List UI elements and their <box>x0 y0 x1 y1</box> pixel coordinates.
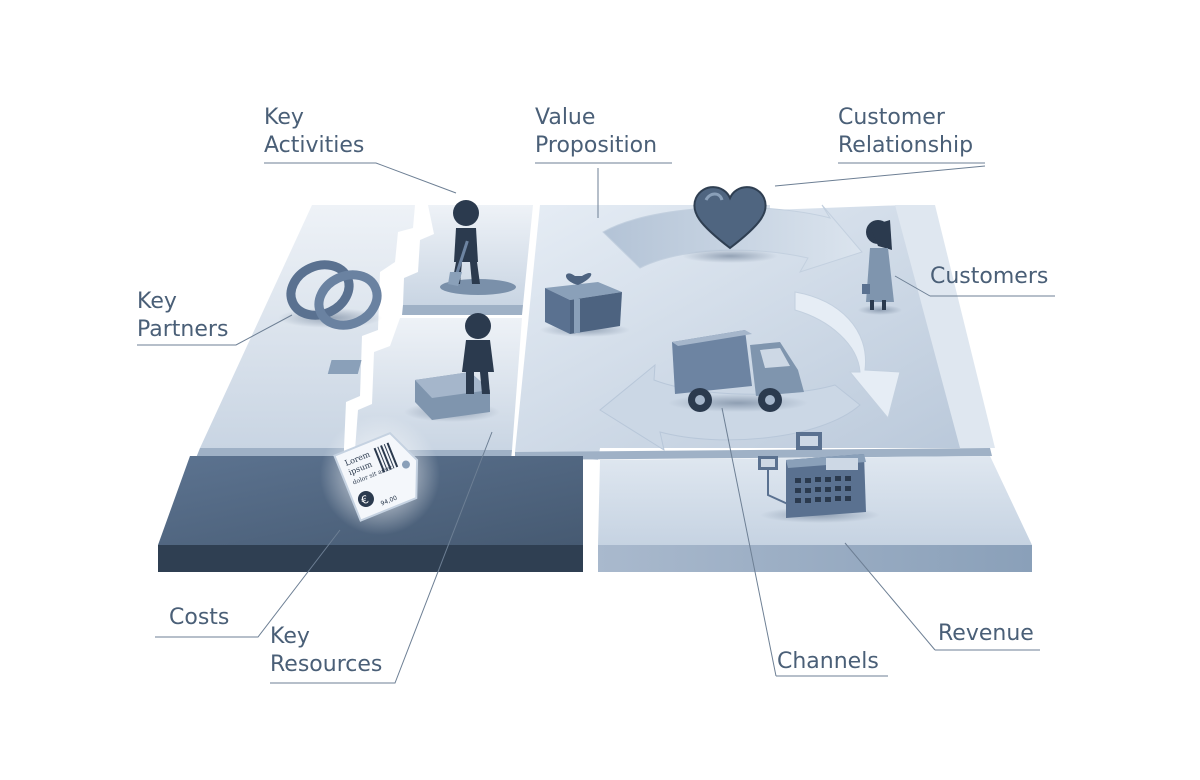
gift-icon <box>540 273 630 337</box>
label-key-resources: Key Resources <box>270 623 382 679</box>
label-key-partners-line-1: Key <box>137 289 177 314</box>
rings-icon <box>278 260 382 330</box>
label-customer-relationship-line-2: Relationship <box>838 133 974 158</box>
person-activities-icon <box>440 200 516 295</box>
label-key-resources-line-2: Resources <box>270 652 383 677</box>
label-key-activities-line-1: Key <box>264 105 304 130</box>
leader-lines <box>137 162 1055 684</box>
label-customers: Customers <box>930 263 1048 291</box>
label-value-proposition-line-2: Proposition <box>535 133 658 158</box>
price-tag-symbol: € <box>359 493 370 508</box>
customer-person-icon <box>858 220 902 315</box>
label-key-activities: Key Activities <box>264 104 364 160</box>
label-value-proposition-line-1: Value <box>535 105 596 130</box>
barcode-icon <box>373 442 399 473</box>
label-costs: Costs <box>169 604 229 632</box>
label-revenue-line-1: Revenue <box>938 621 1034 646</box>
label-costs-line-1: Costs <box>169 605 230 630</box>
label-key-partners: Key Partners <box>137 288 228 344</box>
euro-icon <box>357 491 374 508</box>
heart-icon <box>682 186 778 263</box>
label-key-partners-line-2: Partners <box>137 317 229 342</box>
truck-icon <box>668 330 808 412</box>
label-value-proposition: Value Proposition <box>535 104 657 160</box>
label-channels-line-1: Channels <box>777 649 879 674</box>
customers-block <box>895 205 995 448</box>
person-resources-icon <box>327 313 500 422</box>
label-key-resources-line-1: Key <box>270 624 310 649</box>
label-customer-relationship: Customer Relationship <box>838 104 973 160</box>
price-tag-icon: Lorem ipsum dolor sit amet € 94,00 <box>320 415 440 535</box>
label-revenue: Revenue <box>938 620 1034 648</box>
label-customer-relationship-line-1: Customer <box>838 105 945 130</box>
label-customers-line-1: Customers <box>930 264 1049 289</box>
label-key-activities-line-2: Activities <box>264 133 365 158</box>
label-channels: Channels <box>777 648 879 676</box>
cash-register-icon <box>758 432 880 523</box>
